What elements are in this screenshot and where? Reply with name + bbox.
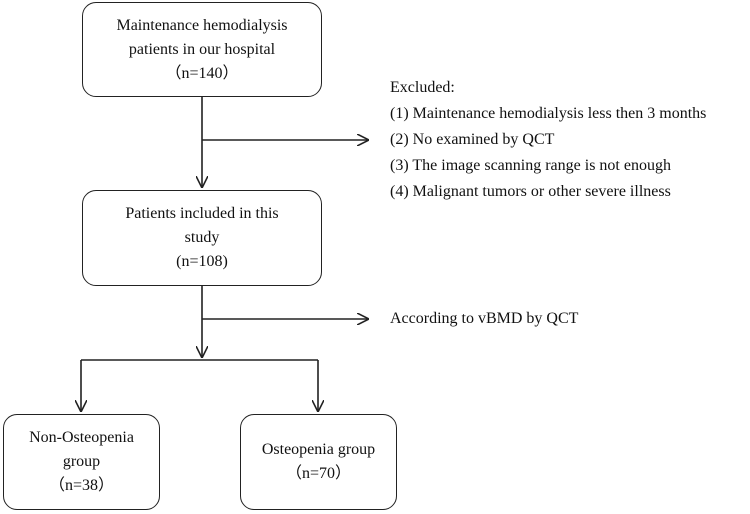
- included-count: (n=108): [176, 253, 228, 270]
- enrolled-count: （n=140）: [165, 64, 239, 82]
- enrolled-line-2: patients in our hospital: [128, 40, 276, 58]
- exclusion-item: (1) Maintenance hemodialysis less then 3…: [390, 105, 707, 122]
- exclusion-heading: Excluded:: [390, 79, 455, 96]
- non-osteopenia-line-1: Non-Osteopenia: [29, 429, 134, 446]
- grouping-note: According to vBMD by QCT: [390, 310, 579, 327]
- osteopenia-group-box: Osteopenia group （n=70）: [240, 414, 397, 510]
- exclusion-item: (2) No examined by QCT: [390, 131, 555, 148]
- osteopenia-line-1: Osteopenia group: [261, 441, 376, 458]
- non-osteopenia-line-2: group: [62, 453, 101, 470]
- enrolled-patients-box: Maintenance hemodialysis patients in our…: [82, 2, 322, 97]
- included-line-2: study: [184, 229, 220, 246]
- included-patients-box: Patients included in this study (n=108): [82, 190, 322, 286]
- exclusion-criteria: Excluded: (1) Maintenance hemodialysis l…: [390, 75, 706, 205]
- included-line-1: Patients included in this: [125, 205, 279, 222]
- enrolled-line-1: Maintenance hemodialysis: [116, 16, 288, 34]
- exclusion-item: (3) The image scanning range is not enou…: [390, 157, 671, 174]
- non-osteopenia-count: （n=38）: [48, 477, 115, 494]
- non-osteopenia-group-box: Non-Osteopenia group （n=38）: [3, 414, 160, 510]
- exclusion-item: (4) Malignant tumors or other severe ill…: [390, 183, 671, 200]
- osteopenia-count: （n=70）: [285, 465, 352, 482]
